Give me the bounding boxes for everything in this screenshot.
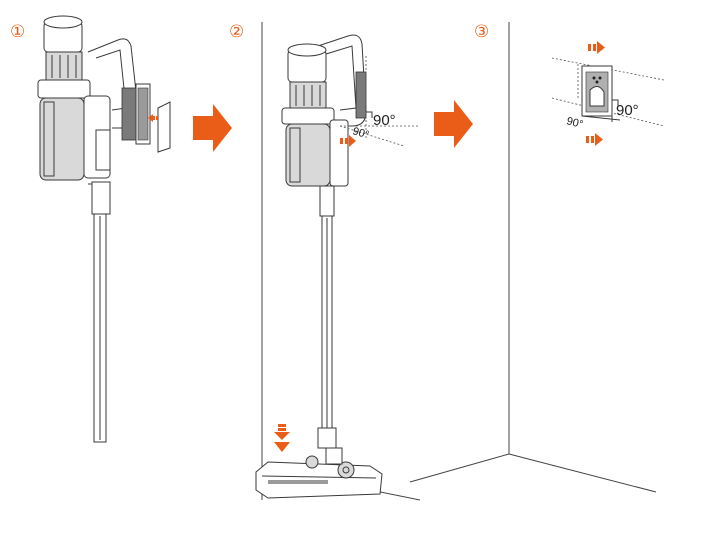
step-2-push-arrow bbox=[340, 135, 356, 147]
step-2-horizontal-angle: 90° bbox=[351, 125, 370, 141]
step-1-insert-arrow bbox=[148, 114, 158, 122]
step-2-vertical-angle: 90° bbox=[373, 112, 396, 129]
step-2-number: ② bbox=[229, 22, 244, 42]
step-1-vacuum-illustration bbox=[37, 15, 171, 443]
step-3-room-corner bbox=[409, 22, 657, 493]
step-1-to-2-arrow bbox=[193, 104, 232, 152]
step-3-horizontal-angle: 90° bbox=[565, 115, 584, 131]
step-3-bracket-detail bbox=[551, 57, 665, 127]
step-3-number: ③ bbox=[474, 22, 489, 42]
step-3-top-arrow bbox=[588, 41, 605, 54]
step-2-angle-guides bbox=[339, 56, 420, 147]
step-3-bottom-arrow bbox=[586, 133, 603, 146]
step-1-number: ① bbox=[10, 22, 25, 42]
step-3-vertical-angle: 90° bbox=[616, 102, 639, 119]
step-2-vacuum-illustration bbox=[255, 34, 383, 499]
step-2-to-3-arrow bbox=[434, 100, 473, 148]
step-2-down-arrow bbox=[274, 424, 290, 452]
